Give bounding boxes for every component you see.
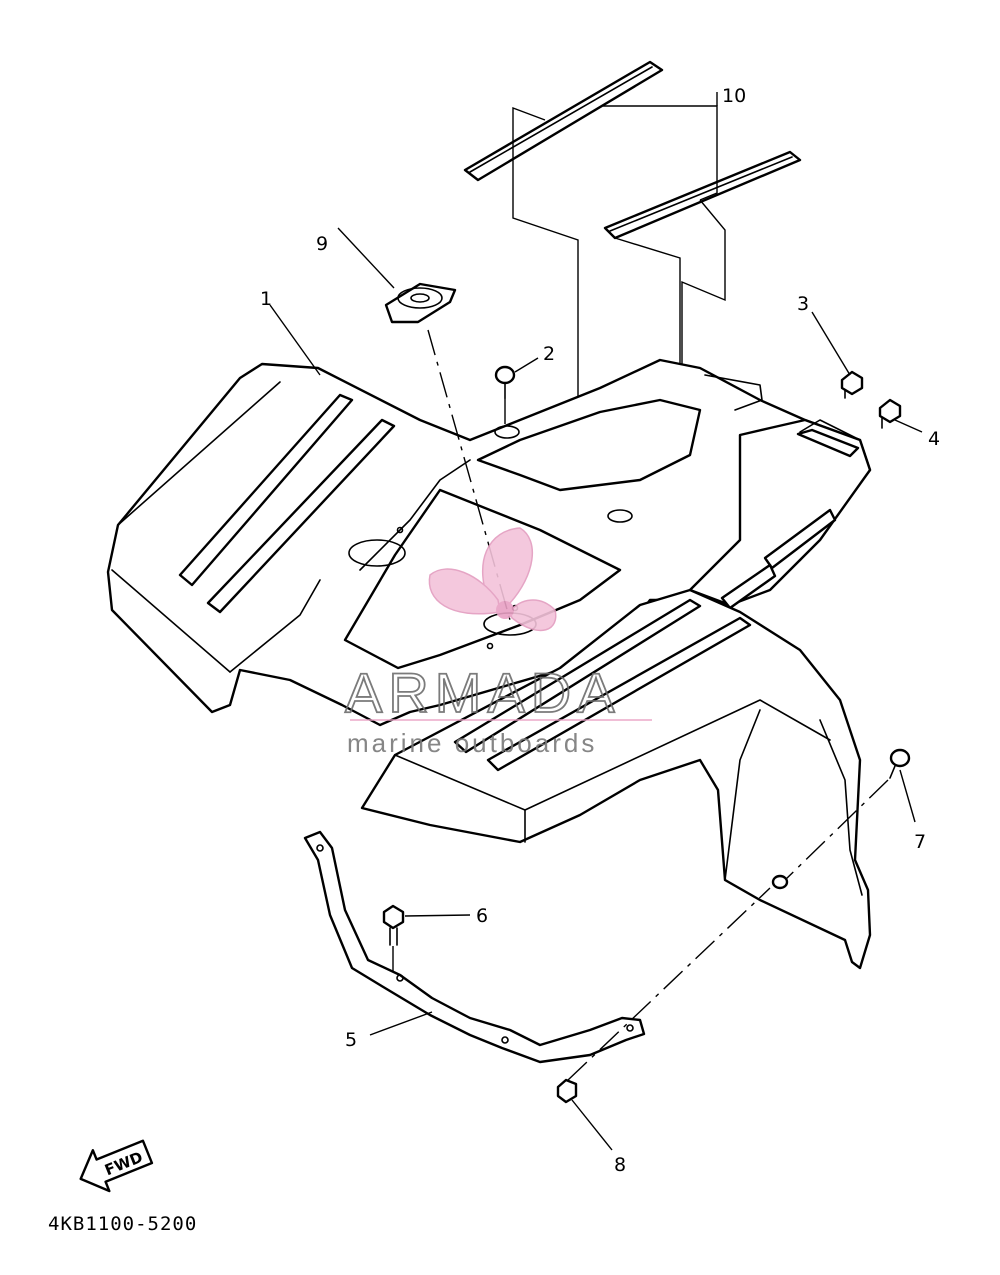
part-7-clip [771,748,911,890]
part-10-strips [463,60,802,240]
callout-6: 6 [476,905,488,927]
callout-2: 2 [543,343,555,365]
callout-10: 10 [722,85,746,107]
callout-8: 8 [614,1154,626,1176]
callout-labels: 1 2 3 4 5 6 7 8 9 10 [260,85,940,1176]
diagram-code: 4KB1100-5200 [48,1213,197,1235]
part-1-rear-fender [106,358,872,970]
callout-5: 5 [345,1029,357,1051]
callout-leaders [269,227,923,1151]
watermark-brand: ARMADA [345,661,621,724]
part-8-nut [556,887,771,1104]
callout-1: 1 [260,288,272,310]
callout-9: 9 [316,233,328,255]
callout-4: 4 [928,428,940,450]
part-9-cap [384,282,511,621]
part-5-stay [303,830,646,1064]
fwd-arrow-icon: FWD [79,1139,154,1193]
armada-logo: ARMADA marine outboards [344,527,652,758]
part-2-screw [494,365,520,439]
propeller-icon [428,527,557,632]
callout-3: 3 [797,293,809,315]
part-4-bolt [878,398,902,429]
watermark-tagline: marine outboards [347,728,597,758]
part-6-bolt [382,904,405,975]
callout-7: 7 [914,831,926,853]
part-3-bolt [840,370,864,399]
